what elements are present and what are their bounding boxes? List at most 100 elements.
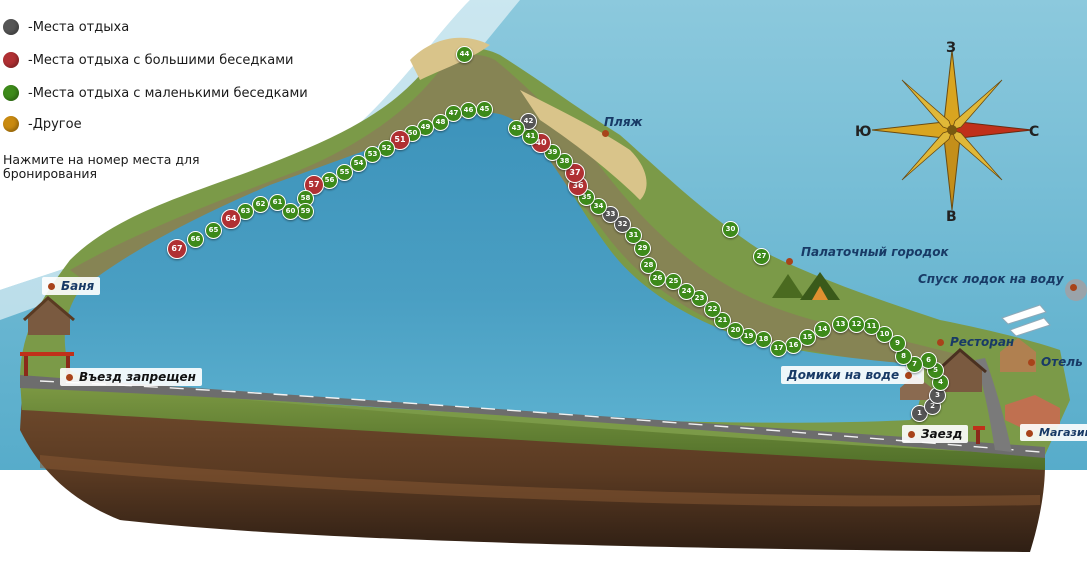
entrance-gate <box>973 426 985 444</box>
place-label-text: Заезд <box>921 427 963 441</box>
legend-label: -Места отдыха с большими беседками <box>28 52 294 68</box>
place-marker-46[interactable]: 46 <box>460 102 477 119</box>
pin-icon <box>66 374 73 381</box>
place-marker-23[interactable]: 23 <box>691 290 708 307</box>
soil-layer <box>20 395 1045 552</box>
no-entry-gate <box>20 352 74 376</box>
place-marker-37[interactable]: 37 <box>565 163 585 183</box>
tents <box>772 272 840 300</box>
place-marker-17[interactable]: 17 <box>770 340 787 357</box>
place-marker-45[interactable]: 45 <box>476 101 493 118</box>
pin-icon <box>48 283 55 290</box>
place-marker-21[interactable]: 21 <box>714 312 731 329</box>
place-marker-32[interactable]: 32 <box>614 216 631 233</box>
place-marker-28[interactable]: 28 <box>640 257 657 274</box>
place-marker-24[interactable]: 24 <box>678 283 695 300</box>
place-marker-54[interactable]: 54 <box>350 155 367 172</box>
road-marking <box>39 380 1041 453</box>
place-marker-20[interactable]: 20 <box>727 322 744 339</box>
place-label-no-entry[interactable]: Въезд запрещен <box>60 368 202 386</box>
place-label-beach[interactable]: Пляж <box>604 115 642 129</box>
place-marker-29[interactable]: 29 <box>634 240 651 257</box>
place-marker-15[interactable]: 15 <box>799 329 816 346</box>
place-marker-27[interactable]: 27 <box>753 248 770 265</box>
legend-item-regular: -Места отдыха <box>3 17 129 37</box>
beach <box>520 90 647 200</box>
place-marker-11[interactable]: 11 <box>863 318 880 335</box>
ridge <box>70 54 960 375</box>
place-marker-43[interactable]: 43 <box>508 120 525 137</box>
place-marker-10[interactable]: 10 <box>876 326 893 343</box>
place-marker-65[interactable]: 65 <box>205 222 222 239</box>
place-label-shop[interactable]: Магазин <box>1020 424 1087 441</box>
legend-dot <box>3 52 19 68</box>
pin-icon <box>905 372 913 379</box>
place-marker-26[interactable]: 26 <box>649 270 666 287</box>
place-marker-16[interactable]: 16 <box>785 337 802 354</box>
place-marker-25[interactable]: 25 <box>665 273 682 290</box>
compass-north: З <box>946 40 956 56</box>
place-label-text: Спуск лодок на воду <box>918 272 1064 286</box>
place-marker-22[interactable]: 22 <box>704 301 721 318</box>
place-marker-30[interactable]: 30 <box>722 221 739 238</box>
legend-item-small-gazebo: -Места отдыха с маленькими беседками <box>3 83 308 103</box>
place-marker-19[interactable]: 19 <box>740 328 757 345</box>
pin-icon <box>1026 429 1033 437</box>
legend-label: -Места отдыха с маленькими беседками <box>28 85 308 101</box>
place-marker-60[interactable]: 60 <box>282 203 299 220</box>
place-label-banya[interactable]: Баня <box>42 277 101 295</box>
place-marker-48[interactable]: 48 <box>432 114 449 131</box>
place-marker-13[interactable]: 13 <box>832 316 849 333</box>
compass-west: Ю <box>855 124 871 140</box>
place-marker-31[interactable]: 31 <box>625 227 642 244</box>
boats <box>1001 304 1051 337</box>
lake <box>64 112 922 423</box>
place-marker-44[interactable]: 44 <box>456 46 473 63</box>
place-marker-62[interactable]: 62 <box>252 196 269 213</box>
place-marker-33[interactable]: 33 <box>602 206 619 223</box>
place-marker-18[interactable]: 18 <box>755 331 772 348</box>
place-label-entrance[interactable]: Заезд <box>902 425 969 443</box>
place-marker-67[interactable]: 67 <box>167 239 187 259</box>
place-marker-53[interactable]: 53 <box>364 146 381 163</box>
place-label-text: Баня <box>61 279 95 293</box>
place-marker-59[interactable]: 59 <box>297 203 314 220</box>
place-label-text: Палаточный городок <box>801 245 949 259</box>
place-marker-9[interactable]: 9 <box>889 335 906 352</box>
place-label-hotel[interactable]: Отель <box>1028 355 1083 369</box>
place-label-water-houses[interactable]: Домики на воде <box>781 366 925 384</box>
place-label-text: Отель <box>1041 355 1083 369</box>
legend-dot <box>3 19 19 35</box>
place-label-text: Домики на воде <box>787 368 900 382</box>
place-label-boat-launch[interactable]: Спуск лодок на воду <box>918 272 1083 291</box>
place-label-text: Пляж <box>604 115 643 129</box>
place-label-text: Магазин <box>1039 426 1087 439</box>
legend-dot <box>3 85 19 101</box>
place-label-restaurant[interactable]: Ресторан <box>937 335 1014 349</box>
pin-icon <box>1069 284 1077 291</box>
pin-icon <box>1028 359 1035 366</box>
place-marker-64[interactable]: 64 <box>221 209 241 229</box>
place-marker-47[interactable]: 47 <box>445 105 462 122</box>
legend-item-big-gazebo: -Места отдыха с большими беседками <box>3 50 293 70</box>
place-marker-12[interactable]: 12 <box>848 316 865 333</box>
place-marker-55[interactable]: 55 <box>336 164 353 181</box>
legend-item-other: -Другое <box>3 114 82 134</box>
place-marker-58[interactable]: 58 <box>297 190 314 207</box>
pin-icon <box>786 258 793 265</box>
place-marker-14[interactable]: 14 <box>814 321 831 338</box>
pin-icon <box>602 130 609 137</box>
place-marker-61[interactable]: 61 <box>269 194 286 211</box>
entrance-road <box>975 358 1012 452</box>
place-label-text: Въезд запрещен <box>79 370 196 384</box>
pin-icon <box>937 339 944 346</box>
place-marker-38[interactable]: 38 <box>556 153 573 170</box>
place-marker-66[interactable]: 66 <box>187 231 204 248</box>
place-label-text: Ресторан <box>950 335 1015 349</box>
compass-south: В <box>946 209 957 225</box>
place-marker-34[interactable]: 34 <box>590 198 607 215</box>
place-label-tent-camp[interactable]: Палаточный городок <box>786 245 949 265</box>
legend-label: -Другое <box>28 116 82 132</box>
compass-rose <box>871 49 1033 211</box>
